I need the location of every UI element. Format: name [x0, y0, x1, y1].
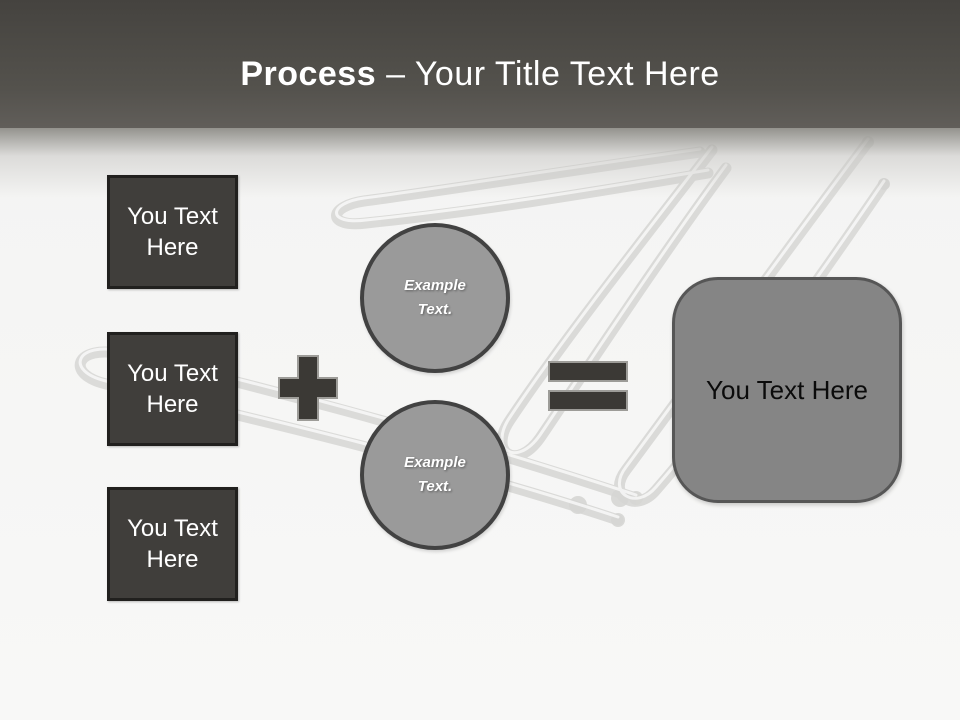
input-box-1: You Text Here	[107, 175, 238, 289]
equals-bar-top	[548, 361, 628, 382]
plus-icon-glyph	[278, 355, 338, 421]
input-box-3-label: You Text Here	[127, 514, 218, 573]
plus-icon	[278, 355, 338, 421]
page-title: Process – Your Title Text Here	[0, 55, 960, 94]
pin-highlight	[500, 145, 728, 455]
result-box-label: You Text Here	[706, 374, 868, 405]
input-box-1-label: You Text Here	[127, 202, 218, 261]
input-box-2-label: You Text Here	[127, 359, 218, 418]
equals-bar-bottom	[548, 390, 628, 411]
result-box: You Text Here	[672, 277, 902, 503]
example-circle-2: Example Text.	[360, 400, 510, 550]
equals-icon	[548, 361, 628, 411]
title-band: Process – Your Title Text Here	[0, 0, 960, 128]
example-circle-1: Example Text.	[360, 223, 510, 373]
example-circle-2-label: Example Text.	[404, 454, 466, 495]
page-title-separator: –	[386, 55, 406, 93]
input-box-2: You Text Here	[107, 332, 238, 446]
page-title-subtitle: Your Title Text Here	[414, 55, 720, 93]
example-circle-1-label: Example Text.	[404, 277, 466, 318]
page-title-keyword: Process	[240, 55, 377, 93]
input-box-3: You Text Here	[107, 487, 238, 601]
